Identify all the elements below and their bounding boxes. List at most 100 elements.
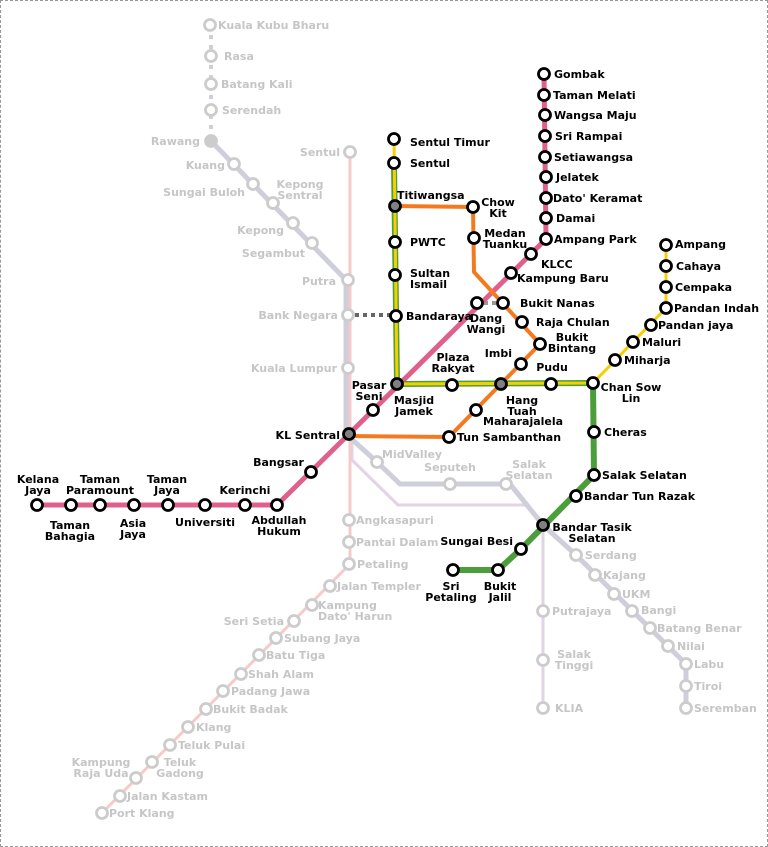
station-rawang[interactable]: Rawang [151,134,218,148]
station-klang[interactable]: Klang [181,720,232,734]
station-marker[interactable] [342,535,356,549]
station-pandan-jaya[interactable]: Pandan jaya [644,318,734,332]
station-marker[interactable] [524,247,538,261]
station-marker[interactable] [625,604,639,618]
station-marker[interactable] [442,430,456,444]
station-batang-benar[interactable]: Batang Benar [643,621,743,635]
station-marker[interactable] [388,235,402,249]
station-marker[interactable] [470,296,484,310]
station-kl-sentral[interactable]: KL Sentral [276,427,356,443]
station-marker[interactable] [129,771,143,785]
station-marker[interactable] [199,702,213,716]
station-imbi[interactable]: Imbi [485,347,528,371]
station-ampang[interactable]: Ampang [659,238,726,252]
station-raja-chulan[interactable]: Raja Chulan [515,315,610,329]
station-padang-jawa[interactable]: Padang Jawa [216,684,311,698]
station-marker[interactable] [163,738,177,752]
station-jelatek[interactable]: Jelatek [539,170,600,184]
station-kuala-lumpur[interactable]: Kuala Lumpur [251,361,355,375]
station-marker[interactable] [643,621,657,635]
station-bangi[interactable]: Bangi [625,604,677,618]
station-kerinchi[interactable]: Kerinchi [220,484,271,512]
station-marker[interactable] [679,701,693,715]
station-tun-sambanthan[interactable]: Tun Sambanthan [442,430,562,444]
station-marker[interactable] [342,427,356,441]
station-marker[interactable] [538,150,552,164]
station-cempaka[interactable]: Cempaka [659,280,733,294]
station-marker[interactable] [626,335,640,349]
station-salak-selatan[interactable]: Salak Selatan [587,468,687,482]
station-kajang[interactable]: Kajang [588,568,646,582]
station-marker[interactable] [504,266,518,280]
station-taman-melati[interactable]: Taman Melati [537,88,636,102]
station-marker[interactable] [388,199,402,213]
station-marker[interactable] [446,563,460,577]
station-klcc[interactable]: KLCC [524,247,573,272]
station-marker[interactable] [370,455,384,469]
station-marker[interactable] [390,377,404,391]
station-pwtc[interactable]: PWTC [388,235,446,249]
station-serdang[interactable]: Serdang [569,548,637,562]
station-setiawangsa[interactable]: Setiawangsa [538,150,634,164]
station-marker[interactable] [537,67,551,81]
station-marker[interactable] [569,548,583,562]
station-marker[interactable] [95,806,109,820]
station-marker[interactable] [270,498,284,512]
station-marker[interactable] [198,498,212,512]
station-nilai[interactable]: Nilai [661,639,705,653]
station-sungai-besi[interactable]: Sungai Besi [440,535,528,556]
station-kuang[interactable]: Kuang [186,157,241,173]
station-marker[interactable] [323,579,337,593]
station-marker[interactable] [93,498,107,512]
station-subang-jaya[interactable]: Subang Jaya [269,631,361,645]
station-marker[interactable] [286,216,300,230]
station-bukit-badak[interactable]: Bukit Badak [199,702,289,716]
station-marker[interactable] [30,498,44,512]
station-marker[interactable] [515,315,529,329]
station-marker[interactable] [341,361,355,375]
station-bangsar[interactable]: Bangsar [253,456,318,479]
station-marker[interactable] [679,657,693,671]
station-marker[interactable] [659,280,673,294]
station-marker[interactable] [536,604,550,618]
station-teluk-pulai[interactable]: Teluk Pulai [163,738,246,752]
station-marker[interactable] [536,701,550,715]
station-marker[interactable] [238,498,252,512]
station-seri-setia[interactable]: Seri Setia [224,614,301,628]
station-marker[interactable] [246,177,260,191]
station-titiwangsa[interactable]: Titiwangsa [388,189,465,213]
station-wangsa-maju[interactable]: Wangsa Maju [538,108,637,122]
station-marker[interactable] [539,170,553,184]
station-miharja[interactable]: Miharja [608,353,671,367]
station-marker[interactable] [539,211,553,225]
station-damai[interactable]: Damai [539,211,596,225]
station-marker[interactable] [539,232,553,246]
station-marker[interactable] [64,498,78,512]
station-marker[interactable] [342,513,356,527]
station-sentul[interactable]: Sentul [300,145,357,159]
station-marker[interactable] [544,377,558,391]
station-bandaraya[interactable]: Bandaraya [389,309,473,323]
station-pandan-indah[interactable]: Pandan Indah [659,301,760,315]
station-marker[interactable] [496,296,510,310]
station-marker[interactable] [204,134,218,148]
station-tiroi[interactable]: Tiroi [679,679,723,693]
station-marker[interactable] [287,614,301,628]
station-labu[interactable]: Labu [679,657,725,671]
station-angkasapuri[interactable]: Angkasapuri [342,513,434,527]
station-kepong[interactable]: Kepong [237,216,300,238]
station-segambut[interactable]: Segambut [242,236,319,261]
station-marker[interactable] [234,667,248,681]
